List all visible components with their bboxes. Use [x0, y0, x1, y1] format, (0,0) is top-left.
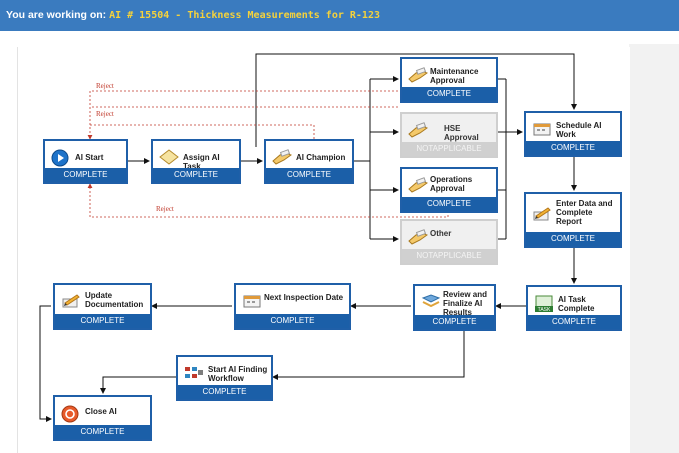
status-bar: COMPLETE [55, 314, 150, 328]
header-bar: You are working on: AI # 15504 - Thickne… [0, 0, 679, 31]
stop-icon [61, 405, 81, 423]
node-next-inspection[interactable]: Next Inspection Date COMPLETE [234, 283, 351, 330]
node-close-ai[interactable]: Close AI COMPLETE [53, 395, 152, 441]
review-icon [421, 294, 441, 310]
task-icon: TASK [534, 295, 554, 313]
status-bar: COMPLETE [415, 315, 494, 329]
status-bar: COMPLETE [236, 314, 349, 328]
node-label: Operations Approval [430, 175, 473, 193]
calendar-icon [532, 121, 552, 137]
workflow-canvas: Reject Reject Reject AI Start COMPLETE A… [17, 47, 630, 453]
node-label: Next Inspection Date [264, 293, 344, 302]
reject-label: Reject [96, 110, 114, 118]
node-ai-champion[interactable]: AI Champion COMPLETE [264, 139, 354, 184]
status-bar: COMPLETE [528, 315, 620, 329]
status-bar: NOTAPPLICABLE [402, 249, 496, 263]
calendar-icon [242, 293, 262, 309]
status-bar: NOTAPPLICABLE [402, 142, 496, 156]
hand-icon [272, 149, 293, 165]
play-icon [51, 149, 71, 167]
ai-title[interactable]: AI # 15504 - Thickness Measurements for … [109, 10, 380, 21]
status-bar: COMPLETE [178, 385, 271, 399]
reject-label: Reject [156, 205, 174, 213]
node-other[interactable]: Other NOTAPPLICABLE [400, 219, 498, 265]
pencil-icon [61, 293, 81, 309]
status-bar: COMPLETE [526, 232, 620, 246]
node-schedule-ai-work[interactable]: Schedule AI Work COMPLETE [524, 111, 622, 157]
node-ai-task-complete[interactable]: TASK AI Task Complete COMPLETE [526, 285, 622, 331]
node-label: Enter Data and Complete Report [556, 199, 613, 226]
pencil-icon [532, 206, 552, 222]
node-label: Other [430, 229, 452, 238]
hand-icon [408, 122, 429, 138]
status-bar: COMPLETE [526, 141, 620, 155]
connector-lines [39, 53, 577, 422]
workflow-icon [184, 365, 204, 381]
hand-icon [408, 67, 429, 83]
node-label: Assign AI Task [183, 153, 220, 171]
node-label: Close AI [85, 407, 117, 416]
node-label: AI Start [75, 153, 104, 162]
node-assign-ai-task[interactable]: Assign AI Task COMPLETE [151, 139, 241, 184]
node-label: Start AI Finding Workflow [208, 365, 268, 383]
hand-icon [408, 229, 429, 245]
node-operations-approval[interactable]: Operations Approval COMPLETE [400, 167, 498, 213]
node-start-finding-workflow[interactable]: Start AI Finding Workflow COMPLETE [176, 355, 273, 401]
node-enter-data[interactable]: Enter Data and Complete Report COMPLETE [524, 192, 622, 248]
node-label: Update Documentation [85, 291, 144, 309]
status-bar: COMPLETE [266, 168, 352, 182]
node-ai-start[interactable]: AI Start COMPLETE [43, 139, 128, 184]
node-maintenance-approval[interactable]: Maintenance Approval COMPLETE [400, 57, 498, 103]
status-bar: COMPLETE [402, 87, 496, 101]
hand-icon [408, 177, 429, 193]
node-label: Review and Finalize AI Results [443, 290, 488, 317]
reject-label: Reject [96, 82, 114, 90]
node-label: Schedule AI Work [556, 121, 602, 139]
header-prefix: You are working on: [6, 9, 110, 21]
node-hse-approval[interactable]: HSE Approval NOTAPPLICABLE [400, 112, 498, 158]
status-bar: COMPLETE [153, 168, 239, 182]
node-update-documentation[interactable]: Update Documentation COMPLETE [53, 283, 152, 330]
status-bar: COMPLETE [55, 425, 150, 439]
status-bar: COMPLETE [402, 197, 496, 211]
side-panel [629, 44, 679, 453]
status-bar: COMPLETE [45, 168, 126, 182]
node-label: AI Champion [296, 153, 346, 162]
diamond-icon [159, 149, 179, 165]
node-label: HSE Approval [444, 124, 479, 142]
svg-text:TASK: TASK [538, 307, 551, 313]
node-label: AI Task Complete [558, 295, 595, 313]
node-label: Maintenance Approval [430, 67, 479, 85]
node-review-finalize[interactable]: Review and Finalize AI Results COMPLETE [413, 284, 496, 331]
